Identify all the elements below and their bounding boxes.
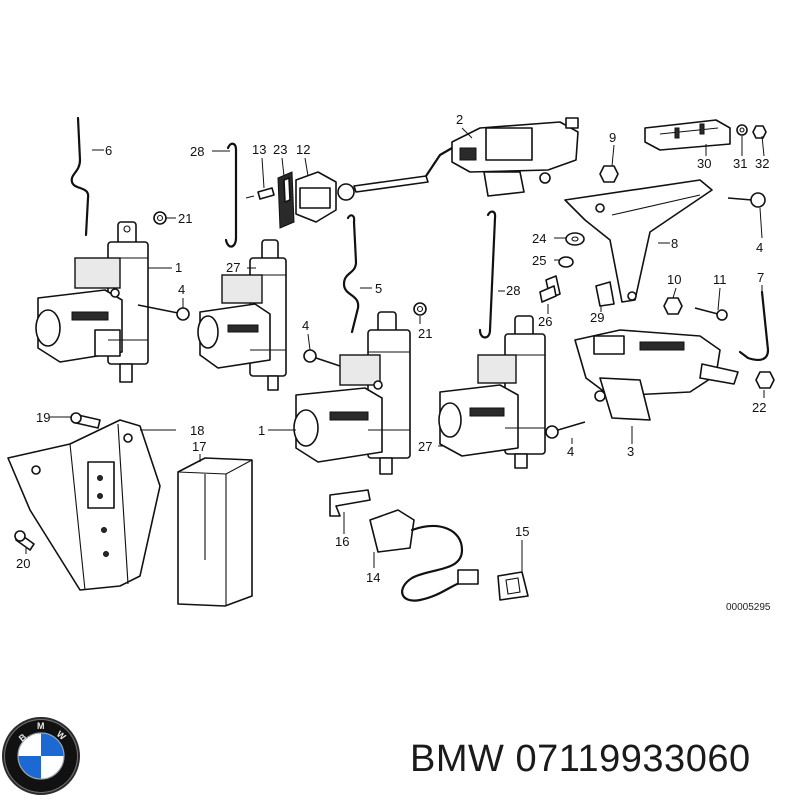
bmw-logo: B M W (2, 717, 80, 795)
callout-28: 28 (506, 283, 520, 298)
grommet-24 (565, 232, 585, 246)
relay-box-17 (177, 457, 253, 607)
actuator-motor-1-upper (35, 221, 149, 383)
screw-13 (245, 187, 275, 200)
callout-3: 3 (627, 444, 634, 459)
callout-30: 30 (697, 156, 711, 171)
callout-25: 25 (532, 253, 546, 268)
callout-13: 13 (252, 142, 266, 157)
callout-18: 18 (190, 423, 204, 438)
screw-20 (14, 530, 35, 551)
bracket-30 (644, 119, 731, 151)
callout-9: 9 (609, 130, 616, 145)
callout-31: 31 (733, 156, 747, 171)
mounting-bracket-8 (564, 179, 713, 303)
callout-labels: 6 21 1 4 28 13 23 12 27 4 2 5 21 28 26 2… (16, 112, 771, 613)
callout-11: 11 (713, 272, 727, 287)
actuator-motor-27-upper (197, 239, 287, 391)
control-cable (353, 146, 454, 193)
switch-harness-14 (369, 509, 479, 602)
callout-27: 27 (226, 260, 240, 275)
bracket-16 (329, 489, 371, 517)
washer-25 (558, 256, 574, 268)
callout-29: 29 (590, 310, 604, 325)
callout-5: 5 (375, 281, 382, 296)
callout-17: 17 (192, 439, 206, 454)
callout-21: 21 (418, 326, 432, 341)
screw-4-middle (303, 349, 341, 367)
callout-23: 23 (273, 142, 287, 157)
nut-22 (755, 371, 775, 389)
callout-32: 32 (755, 156, 769, 171)
nut-10 (663, 297, 683, 315)
callout-7: 7 (757, 270, 764, 285)
screw-11 (694, 307, 728, 321)
callout-1: 1 (175, 260, 182, 275)
actuator-rod-6 (70, 116, 90, 237)
valve-unit-3 (574, 329, 739, 421)
actuator-rod-28-right (478, 210, 497, 339)
screw-19 (70, 412, 101, 429)
leader-lines (25, 127, 765, 572)
washer-31 (736, 124, 748, 136)
connecting-rod-7 (738, 290, 770, 361)
brand-name: BMW (410, 738, 505, 780)
solenoid-12 (295, 171, 355, 223)
actuator-rod-28-left (224, 142, 238, 248)
callout-4: 4 (756, 240, 763, 255)
callout-27: 27 (418, 439, 432, 454)
callout-24: 24 (532, 231, 546, 246)
actuator-motor-1-lower (293, 311, 411, 475)
callout-16: 16 (335, 534, 349, 549)
bracket-23 (277, 171, 295, 229)
part-number-caption: BMW 07119933060 (410, 738, 795, 788)
callout-21: 21 (178, 211, 192, 226)
callout-28: 28 (190, 144, 204, 159)
actuator-motor-27-lower (438, 315, 546, 469)
callout-4: 4 (302, 318, 309, 333)
clip-15 (497, 571, 529, 601)
svg-text:M: M (37, 721, 45, 731)
callout-6: 6 (105, 143, 112, 158)
callout-4: 4 (178, 282, 185, 297)
actuator-rod-5 (342, 214, 360, 334)
callout-12: 12 (296, 142, 310, 157)
central-locking-pump-2 (451, 117, 579, 197)
drawing-reference-code: 00005295 (726, 602, 771, 613)
callout-10: 10 (667, 272, 681, 287)
callout-4: 4 (567, 444, 574, 459)
callout-8: 8 (671, 236, 678, 251)
callout-14: 14 (366, 570, 380, 585)
part-number: 07119933060 (515, 738, 751, 780)
callout-22: 22 (752, 400, 766, 415)
nut-21-middle (413, 302, 427, 316)
nut-21-upper-left (153, 211, 167, 225)
callout-26: 26 (538, 314, 552, 329)
callout-2: 2 (456, 112, 463, 127)
callout-19: 19 (36, 410, 50, 425)
mounting-plate-18 (7, 419, 161, 591)
nut-32 (752, 125, 767, 139)
callout-1: 1 (258, 423, 265, 438)
bolt-26 (539, 275, 561, 303)
callout-20: 20 (16, 556, 30, 571)
svg-text:B: B (17, 731, 29, 743)
screw-4-right (727, 192, 766, 208)
callout-15: 15 (515, 524, 529, 539)
nut-9 (599, 165, 619, 183)
clip-29 (595, 281, 615, 307)
screw-4-lower-right (545, 421, 586, 439)
